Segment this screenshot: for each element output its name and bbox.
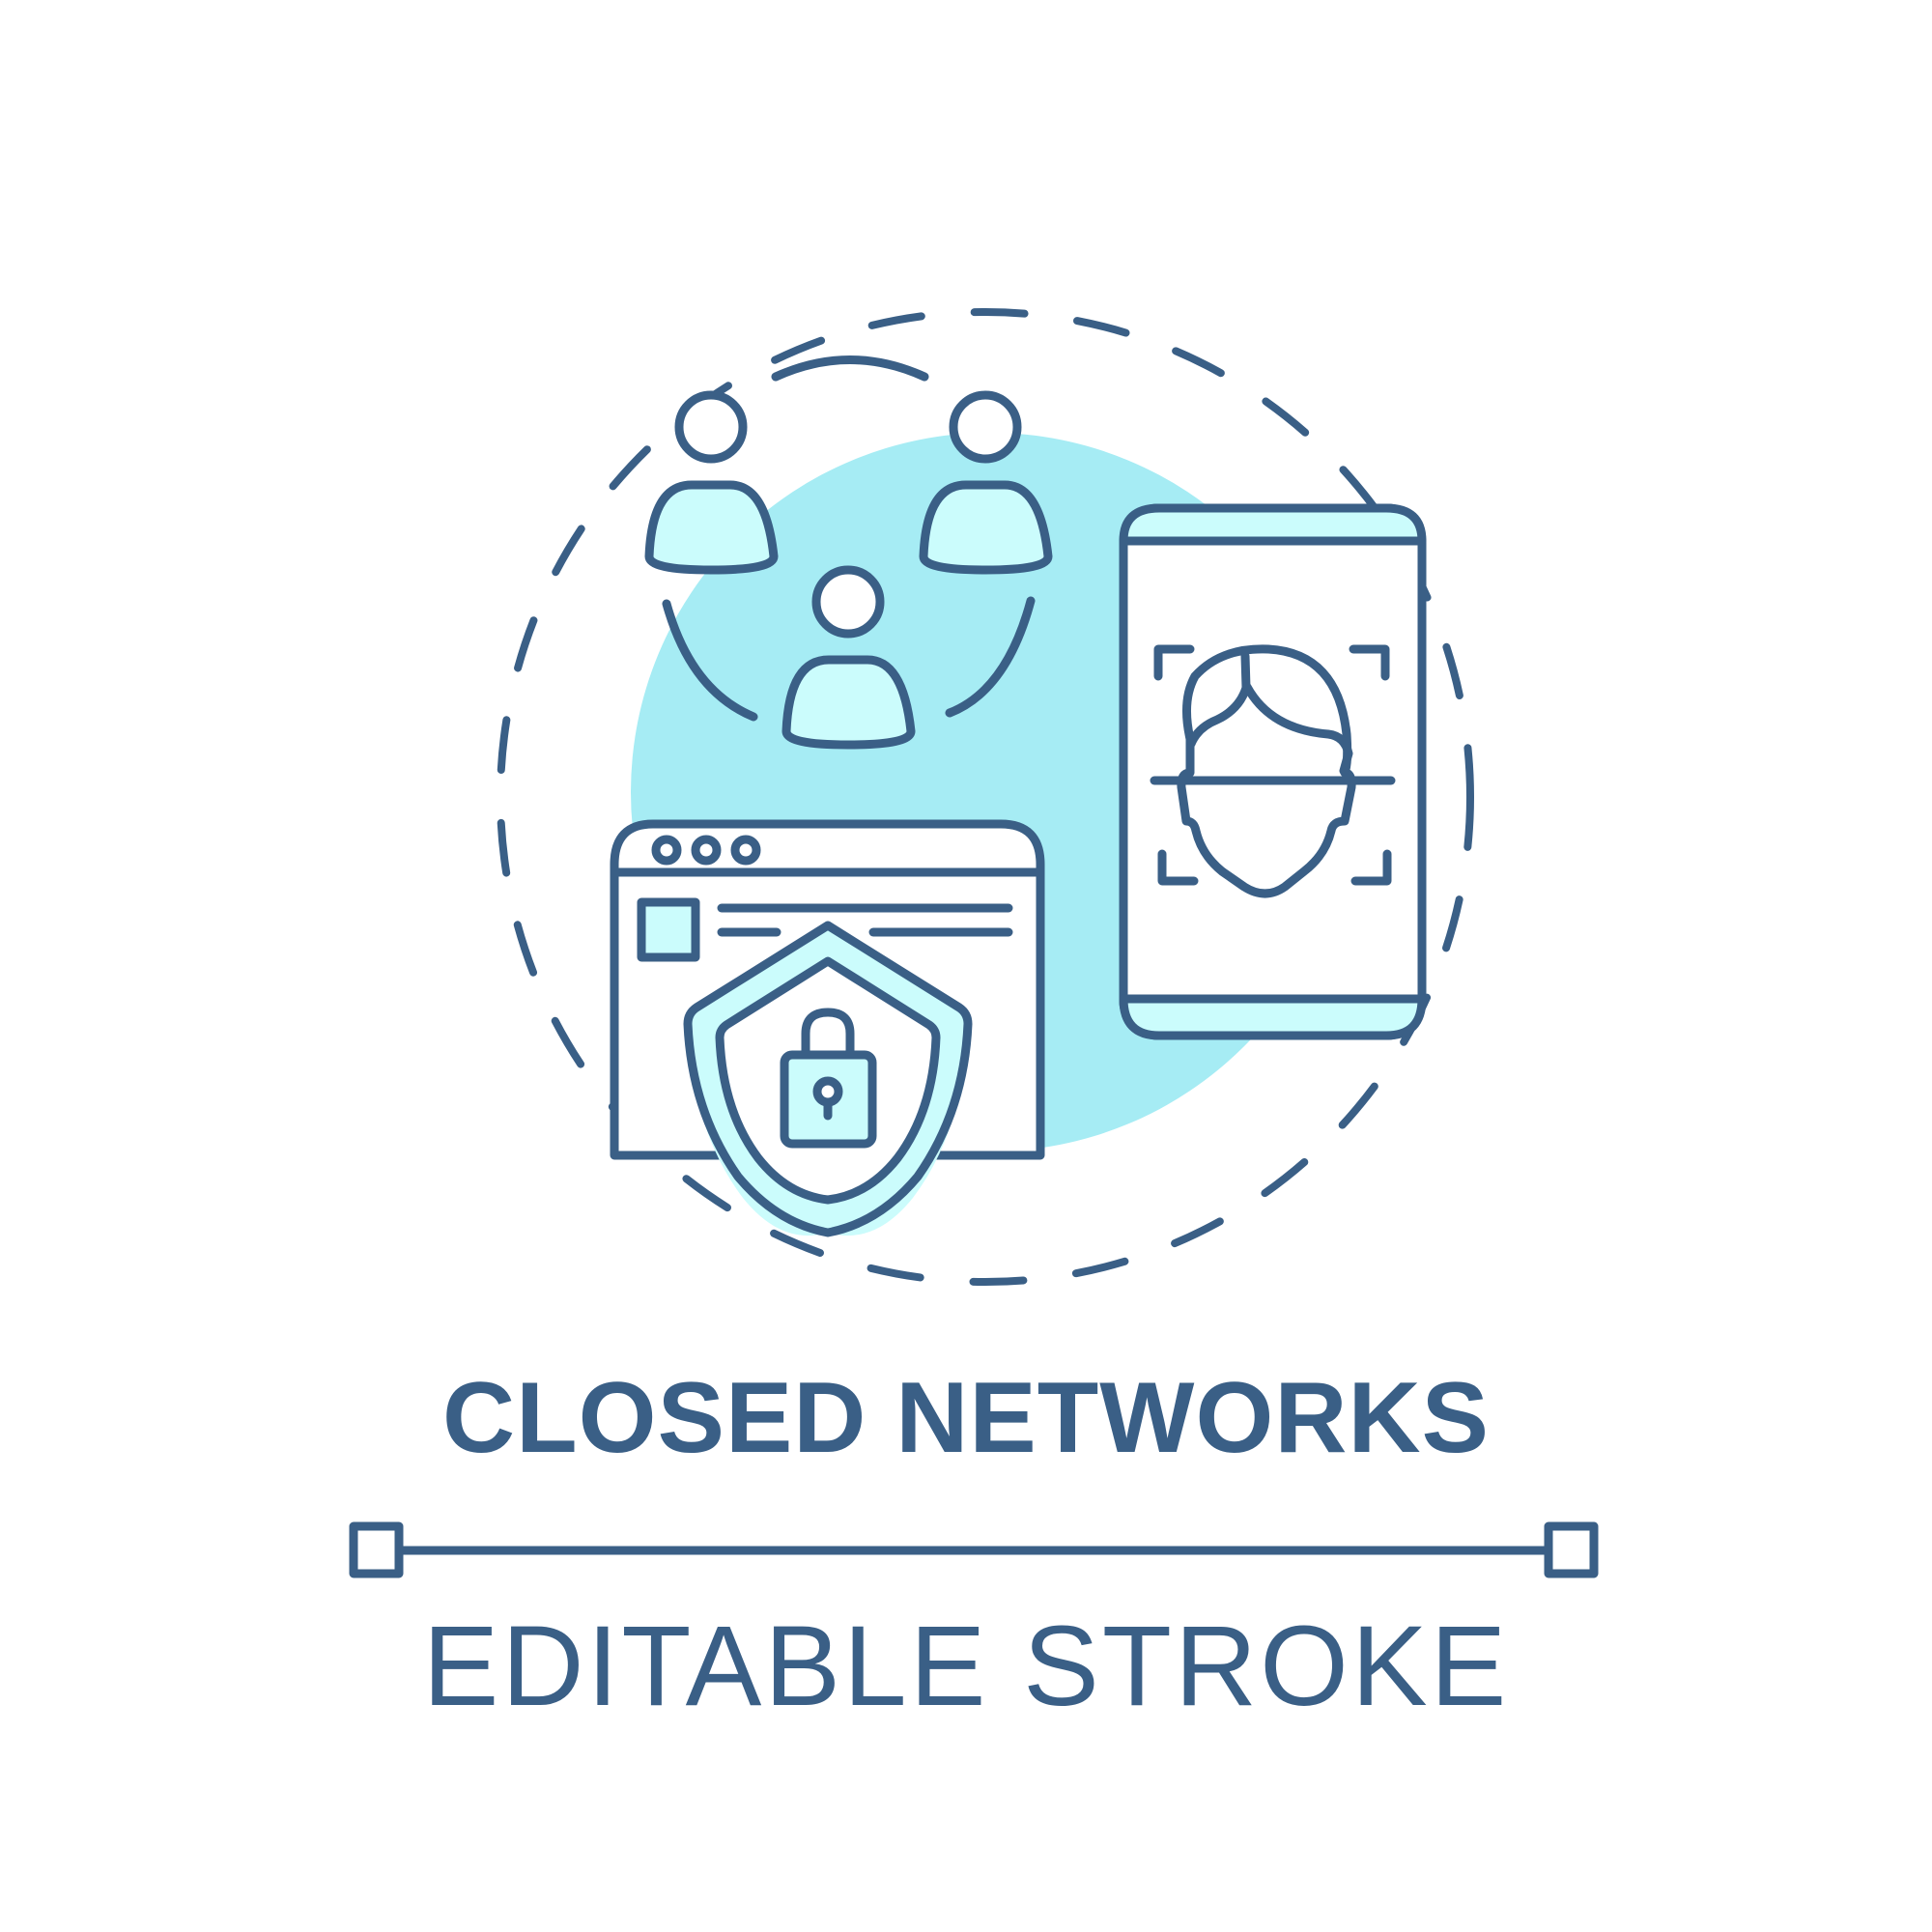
- people-group-icon: [644, 355, 1053, 750]
- divider-line: [349, 1521, 1599, 1578]
- shield-lock-icon: [683, 921, 973, 1237]
- main-title: CLOSED NETWORKS: [442, 1362, 1490, 1474]
- subtitle: EDITABLE STROKE: [422, 1603, 1510, 1730]
- dashed-orbit-ring: [497, 308, 1474, 1286]
- face-recognition-phone-icon: [1119, 503, 1427, 1040]
